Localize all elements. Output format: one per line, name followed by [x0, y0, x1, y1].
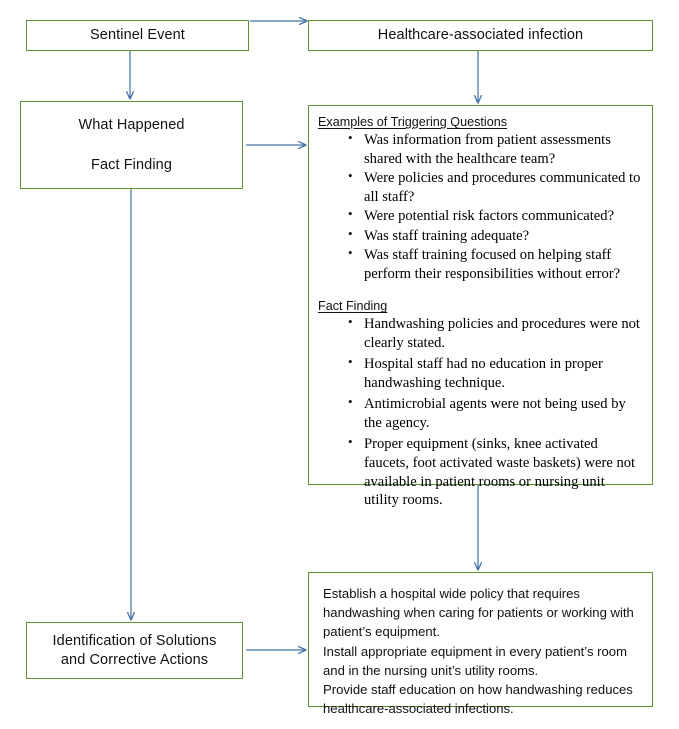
list-item: Were potential risk factors communicated…: [348, 206, 642, 226]
questions-heading: Examples of Triggering Questions: [318, 115, 507, 129]
node-what-happened[interactable]: What Happened Fact Finding: [20, 101, 243, 189]
list-item: Was staff training focused on helping st…: [348, 245, 642, 283]
list-item: Antimicrobial agents were not being used…: [348, 394, 642, 432]
node-sentinel-event-label: Sentinel Event: [90, 27, 185, 44]
node-questions-and-facts[interactable]: Examples of Triggering Questions Was inf…: [308, 105, 653, 508]
node-solutions-detail[interactable]: Establish a hospital wide policy that re…: [308, 572, 653, 716]
node-what-happened-line1: What Happened: [78, 116, 185, 133]
node-healthcare-infection-label: Healthcare-associated infection: [377, 27, 584, 44]
node-what-happened-line2: Fact Finding: [91, 157, 172, 173]
list-item: Handwashing policies and procedures were…: [348, 314, 642, 352]
list-item: Was information from patient assessments…: [348, 130, 642, 168]
list-item: Hospital staff had no education in prope…: [348, 354, 642, 392]
fact-finding-heading: Fact Finding: [318, 299, 388, 314]
solution-paragraph: Install appropriate equipment in every p…: [323, 643, 627, 678]
solution-paragraph: Establish a hospital wide policy that re…: [323, 586, 634, 640]
list-item: Was staff training adequate?: [348, 226, 642, 246]
solutions-content: Establish a hospital wide policy that re…: [309, 573, 652, 719]
fact-finding-list: Handwashing policies and procedures were…: [318, 314, 642, 509]
questions-and-facts-content: Examples of Triggering Questions Was inf…: [309, 106, 652, 510]
spacer: [318, 284, 642, 297]
node-identification-line2: and Corrective Actions: [60, 651, 209, 668]
node-healthcare-infection[interactable]: Healthcare-associated infection: [308, 20, 653, 51]
list-item: Proper equipment (sinks, knee activated …: [348, 434, 642, 509]
solution-paragraph: Provide staff education on how handwashi…: [323, 682, 633, 717]
triggering-questions-list: Was information from patient assessments…: [318, 130, 642, 283]
node-sentinel-event[interactable]: Sentinel Event: [26, 20, 249, 51]
node-identification-line1: Identification of Solutions: [52, 633, 217, 650]
list-item: Were policies and procedures communicate…: [348, 168, 642, 206]
node-identification-of-solutions[interactable]: Identification of Solutions and Correcti…: [26, 622, 243, 679]
